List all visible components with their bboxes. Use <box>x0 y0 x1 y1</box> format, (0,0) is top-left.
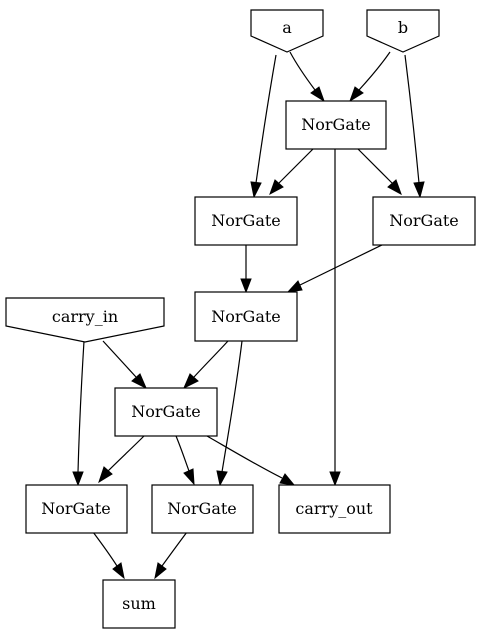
gate-node-nor6: NorGate <box>25 484 128 534</box>
output-label-carry-out: carry_out <box>295 499 373 518</box>
gate-box <box>151 484 254 534</box>
edge-carry-in-to-nor6 <box>77 340 85 473</box>
edge-nor5-to-carry-out <box>206 435 283 479</box>
output-label-sum: sum <box>122 594 156 613</box>
input-node-a: a <box>250 9 324 53</box>
arrowhead-icon <box>154 562 167 580</box>
gate-label: NorGate <box>301 115 371 134</box>
edge-a-to-nor2 <box>255 54 277 184</box>
arrowhead-icon <box>250 181 262 199</box>
arrowhead-icon <box>349 86 364 103</box>
edge-nor4-to-nor5 <box>193 340 229 378</box>
edge-a-to-nor1 <box>289 51 316 91</box>
arrowhead-icon <box>112 562 125 580</box>
edge-nor7-to-sum <box>161 531 188 567</box>
gate-box <box>114 387 218 437</box>
gate-label: NorGate <box>211 307 281 326</box>
arrowhead-icon <box>183 373 199 390</box>
gate-node-nor5: NorGate <box>114 387 218 437</box>
input-shape <box>366 9 440 53</box>
edge-nor5-to-nor7 <box>175 435 190 472</box>
edge-nor6-to-sum <box>92 531 118 567</box>
output-box <box>102 579 176 629</box>
gate-node-nor2: NorGate <box>194 196 298 246</box>
input-label-carry-in: carry_in <box>52 307 118 326</box>
input-label-a: a <box>282 18 292 37</box>
arrowhead-icon <box>131 373 147 390</box>
arrowhead-icon <box>279 473 296 486</box>
edge-nor4-to-nor7 <box>221 340 243 473</box>
output-node-sum: sum <box>102 579 176 629</box>
gate-box <box>25 484 128 534</box>
edge-carry-in-to-nor5 <box>102 340 137 378</box>
arrowhead-icon <box>269 179 284 196</box>
gate-label: NorGate <box>41 499 111 518</box>
gate-label: NorGate <box>131 402 201 421</box>
arrowhead-icon <box>240 278 252 294</box>
edge-b-to-nor1 <box>358 51 391 91</box>
arrowhead-icon <box>310 86 325 103</box>
arrowhead-icon <box>286 280 303 293</box>
arrowhead-icon <box>183 468 195 486</box>
gate-box <box>194 196 298 246</box>
edge-b-to-nor3 <box>404 54 420 184</box>
gate-box <box>194 291 298 342</box>
edge-nor3-to-nor4 <box>299 243 385 286</box>
edges <box>72 51 425 580</box>
arrowhead-icon <box>216 470 228 487</box>
arrowhead-icon <box>329 471 341 487</box>
arrowhead-icon <box>413 181 425 199</box>
output-box <box>278 484 391 534</box>
output-node-carry-out: carry_out <box>278 484 391 534</box>
edge-nor1-to-nor3 <box>356 147 393 184</box>
gate-node-nor7: NorGate <box>151 484 254 534</box>
edge-nor1-to-nor2 <box>278 147 315 184</box>
input-node-carry-in: carry_in <box>5 297 165 343</box>
input-shape <box>250 9 324 53</box>
gate-node-nor1: NorGate <box>285 100 387 150</box>
input-shape <box>5 297 165 343</box>
gate-box <box>372 196 476 246</box>
gate-label: NorGate <box>389 211 459 230</box>
gate-node-nor3: NorGate <box>372 196 476 246</box>
arrowhead-icon <box>72 471 84 487</box>
arrowhead-icon <box>387 179 402 196</box>
gate-label: NorGate <box>167 499 237 518</box>
edge-nor5-to-nor6 <box>107 435 145 472</box>
arrowhead-icon <box>98 466 113 484</box>
gate-box <box>285 100 387 150</box>
gate-label: NorGate <box>211 211 281 230</box>
gate-node-nor4: NorGate <box>194 291 298 342</box>
input-label-b: b <box>398 18 408 37</box>
input-node-b: b <box>366 9 440 53</box>
